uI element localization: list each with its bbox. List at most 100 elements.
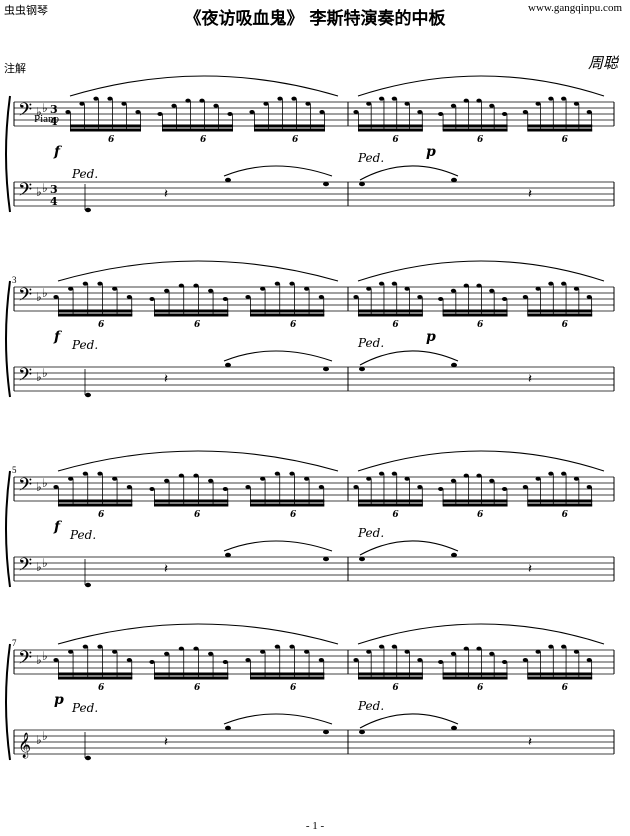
bass-clef: 𝄢: [18, 285, 32, 310]
pedal-marking: Ped.: [71, 167, 98, 181]
phrase-slur: [357, 75, 605, 97]
note-head: [82, 471, 88, 476]
key-flat: ♭: [36, 370, 42, 384]
phrase-slur: [357, 260, 605, 282]
note-head: [274, 644, 280, 649]
pedal-marking: Ped.: [69, 528, 96, 542]
note-head: [366, 286, 372, 291]
key-flat: ♭: [42, 366, 48, 380]
note-head: [501, 660, 508, 664]
tuplet-number: 6: [194, 320, 201, 330]
note-head: [404, 476, 410, 481]
note-head: [149, 660, 155, 664]
note-head: [323, 181, 329, 187]
pedal-marking: Ped.: [357, 151, 384, 165]
measure-number: 3: [12, 275, 17, 285]
quarter-rest: 𝄽: [528, 372, 532, 387]
dynamic-marking: p: [54, 692, 64, 708]
note-head: [463, 473, 469, 478]
time-signature-bottom: 4: [50, 115, 58, 128]
note-head: [417, 658, 423, 662]
note-head: [451, 725, 457, 731]
key-flat: ♭: [36, 560, 42, 574]
note-head: [438, 112, 444, 116]
dynamic-marking: p: [426, 329, 436, 345]
note-head: [359, 729, 365, 735]
note-head: [304, 286, 310, 291]
note-head: [353, 110, 359, 114]
note-head: [53, 658, 59, 662]
key-flat: ♭: [36, 653, 42, 667]
note-head: [157, 112, 163, 116]
note-head: [97, 281, 103, 286]
treble-clef: 𝄞: [18, 732, 31, 758]
note-head: [359, 556, 365, 562]
system-brace: [5, 95, 11, 213]
note-head: [378, 644, 385, 649]
key-flat: ♭: [42, 101, 48, 115]
note-head: [353, 658, 359, 662]
note-head: [68, 476, 74, 481]
phrase-slur: [359, 350, 459, 366]
note-head: [463, 646, 469, 651]
annotation-label: 注解: [4, 62, 26, 75]
tuplet-number: 6: [194, 510, 201, 520]
note-head: [171, 103, 177, 108]
note-head: [450, 103, 457, 108]
note-head: [404, 286, 410, 291]
note-head: [548, 644, 554, 649]
bass-clef: 𝄢: [18, 180, 32, 205]
tuplet-number: 6: [292, 135, 299, 145]
note-head: [476, 646, 482, 651]
note-head: [289, 281, 295, 286]
note-head: [305, 101, 311, 106]
note-head: [245, 295, 251, 299]
note-head: [438, 297, 444, 301]
note-head: [561, 96, 567, 101]
note-head: [463, 98, 469, 103]
page-title: 《夜访吸血鬼》 李斯特演奏的中板: [184, 9, 446, 29]
pedal-marking: Ped.: [357, 336, 384, 350]
note-head: [573, 476, 580, 481]
note-head: [573, 286, 580, 291]
note-head: [438, 660, 444, 664]
note-head: [164, 651, 170, 656]
note-head: [193, 646, 199, 651]
tuplet-number: 6: [290, 683, 297, 693]
note-head: [304, 649, 310, 654]
phrase-slur: [223, 165, 333, 177]
note-head: [97, 471, 103, 476]
note-head: [366, 649, 372, 654]
key-flat: ♭: [36, 290, 42, 304]
note-head: [451, 177, 457, 183]
note-head: [548, 96, 554, 101]
note-head: [561, 281, 567, 286]
note-head: [417, 485, 423, 489]
tuplet-number: 6: [392, 320, 399, 330]
note-head: [225, 725, 231, 731]
note-head: [535, 649, 541, 654]
measure-number: 5: [12, 465, 17, 475]
quarter-rest: 𝄽: [528, 735, 532, 750]
note-head: [68, 649, 74, 654]
note-head: [450, 478, 457, 483]
note-head: [522, 295, 528, 299]
phrase-slur: [69, 75, 339, 97]
note-head: [378, 281, 385, 286]
quarter-rest: 𝄽: [164, 735, 168, 750]
note-head: [501, 112, 508, 116]
note-head: [522, 658, 528, 662]
note-head: [112, 286, 118, 291]
note-head: [97, 644, 103, 649]
bass-clef: 𝄢: [18, 555, 32, 580]
note-head: [476, 283, 482, 288]
note-head: [149, 487, 155, 491]
note-head: [318, 295, 324, 299]
measure-number: 7: [12, 638, 17, 648]
note-head: [323, 366, 329, 372]
note-head: [79, 101, 85, 106]
note-head: [82, 281, 88, 286]
note-head: [535, 101, 541, 106]
tuplet-number: 6: [562, 135, 569, 145]
